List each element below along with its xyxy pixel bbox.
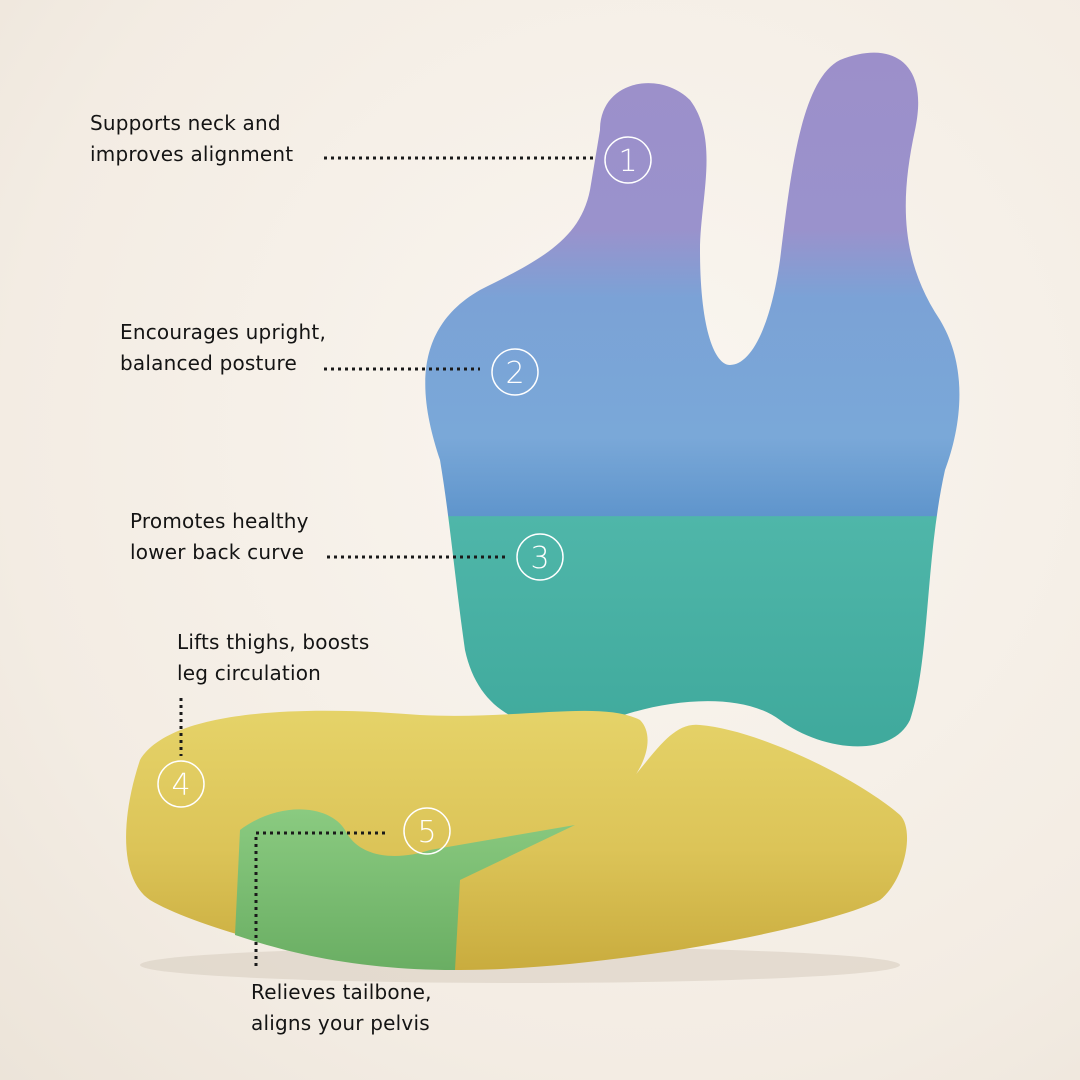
seat-tailbone-zone — [235, 809, 575, 970]
marker-number-3: 3 — [530, 541, 549, 576]
callout-line: Supports neck and — [90, 111, 281, 135]
callout-line: improves alignment — [90, 142, 294, 166]
callout-line: Promotes healthy — [130, 509, 309, 533]
marker-circle-1 — [604, 136, 652, 184]
callout-line: lower back curve — [130, 540, 305, 564]
marker-circle-2 — [491, 348, 539, 396]
callout-label-2: Encourages upright, balanced posture — [120, 317, 326, 379]
leader-line-5 — [254, 831, 385, 970]
marker-number-4: 4 — [171, 768, 190, 803]
marker-circle-5 — [403, 807, 451, 855]
marker-circle-4 — [157, 760, 205, 808]
callout-line: aligns your pelvis — [251, 1011, 430, 1035]
callout-line: balanced posture — [120, 351, 297, 375]
callout-line: Lifts thighs, boosts — [177, 630, 370, 654]
callout-label-1: Supports neck and improves alignment — [90, 108, 293, 170]
marker-number-1: 1 — [618, 144, 637, 179]
callout-label-3: Promotes healthy lower back curve — [130, 506, 309, 568]
back-cushion — [425, 52, 960, 747]
marker-circle-3 — [516, 533, 564, 581]
marker-number-5: 5 — [417, 815, 436, 850]
leader-lines — [179, 156, 596, 970]
callout-label-4: Lifts thighs, boosts leg circulation — [177, 627, 369, 689]
callout-line: Relieves tailbone, — [251, 980, 432, 1004]
callout-line: Encourages upright, — [120, 320, 326, 344]
marker-number-2: 2 — [505, 356, 524, 391]
callout-label-5: Relieves tailbone, aligns your pelvis — [251, 977, 432, 1039]
callout-line: leg circulation — [177, 661, 322, 685]
